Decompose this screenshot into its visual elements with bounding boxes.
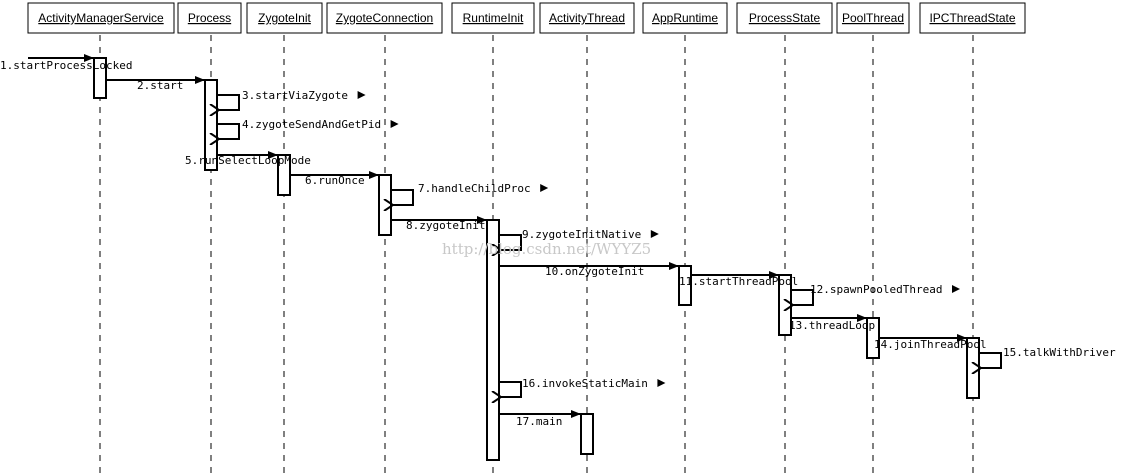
message-5: 5.runSelectLoopMode (185, 151, 311, 167)
object-box (919, 2, 1026, 34)
object-box (246, 2, 323, 34)
object-box (177, 2, 242, 34)
object-box (642, 2, 728, 34)
object-processstate: ProcessState (736, 2, 833, 34)
messages: 1.startProcessLocked 2.start 3.startViaZyg… (0, 54, 1116, 428)
object-box (539, 2, 635, 34)
message-9: 9.zygoteInitNative (499, 228, 659, 250)
message-arrow (217, 94, 240, 110)
message-arrow (791, 289, 814, 305)
object-label: ActivityManagerService (38, 11, 164, 25)
object-headers: ActivityManagerService Process ZygoteInit Z… (27, 2, 1026, 34)
object-poolthread: PoolThread (836, 2, 910, 34)
message-label: 7.handleChildProc (418, 182, 531, 195)
message-label: 15.talkWithDriver (1003, 346, 1116, 359)
object-label: ActivityThread (549, 11, 625, 25)
object-label: ZygoteInit (258, 11, 311, 25)
play-icon (650, 230, 659, 238)
message-1: 1.startProcessLocked (0, 54, 132, 72)
watermark: http://blog.csdn.net/WYYZ5 (442, 240, 651, 258)
message-15: 15.talkWithDriver (979, 346, 1116, 368)
object-box (736, 2, 833, 34)
play-icon (657, 379, 666, 387)
object-label: RuntimeInit (463, 11, 524, 25)
object-box (326, 2, 443, 34)
object-label: AppRuntime (652, 11, 718, 25)
object-label: ProcessState (749, 11, 821, 25)
object-zygoteinit: ZygoteInit (246, 2, 323, 34)
object-runtimeinit: RuntimeInit (451, 2, 535, 34)
message-2: 2.start (106, 76, 205, 92)
message-6: 6.runOnce (290, 171, 379, 187)
message-4: 4.zygoteSendAndGetPid (217, 118, 399, 139)
message-13: 13.threadLoop (789, 314, 875, 332)
play-icon (390, 120, 399, 128)
object-box (451, 2, 535, 34)
message-label: 2.start (137, 79, 183, 92)
message-label: 11.startThreadPool (679, 275, 798, 288)
message-label: 12.spawnPooledThread (810, 283, 942, 296)
message-label: 3.startViaZygote (242, 89, 348, 102)
play-icon (540, 184, 549, 192)
message-label: 13.threadLoop (789, 319, 875, 332)
object-activitythread: ActivityThread (539, 2, 635, 34)
message-12: 12.spawnPooledThread (791, 283, 960, 305)
object-process: Process (177, 2, 242, 34)
message-label: 10.onZygoteInit (545, 265, 644, 278)
message-label: 6.runOnce (305, 174, 365, 187)
object-label: ZygoteConnection (336, 11, 433, 25)
activation-zygoteconnection (378, 174, 392, 236)
object-box (836, 2, 910, 34)
object-ipcthreadstate: IPCThreadState (919, 2, 1026, 34)
play-icon (357, 91, 366, 99)
activation-activitythread (580, 413, 594, 455)
play-icon (952, 285, 960, 293)
message-17: 17.main (499, 410, 581, 428)
message-arrow (499, 381, 522, 397)
message-11: 11.startThreadPool (679, 271, 798, 288)
object-zygoteconnection: ZygoteConnection (326, 2, 443, 34)
message-3: 3.startViaZygote (217, 89, 366, 110)
message-label: 1.startProcessLocked (0, 59, 132, 72)
message-label: 14.joinThreadPool (874, 338, 987, 351)
object-box (27, 2, 175, 34)
message-8: 8.zygoteInit (391, 216, 487, 232)
message-10: 10.onZygoteInit (499, 262, 679, 278)
object-label: PoolThread (842, 11, 904, 25)
activation-bars (93, 57, 980, 461)
object-label: Process (188, 11, 231, 25)
message-14: 14.joinThreadPool (874, 334, 987, 351)
message-label: 8.zygoteInit (406, 219, 485, 232)
message-label: 5.runSelectLoopMode (185, 154, 311, 167)
activation-activitymanagerservice (93, 57, 107, 99)
message-7: 7.handleChildProc (391, 182, 549, 205)
message-16: 16.invokeStaticMain (499, 377, 666, 397)
message-arrow (979, 352, 1002, 368)
activation-appruntime (678, 265, 692, 306)
message-label: 4.zygoteSendAndGetPid (242, 118, 381, 131)
object-activitymanagerservice: ActivityManagerService (27, 2, 175, 34)
object-label: IPCThreadState (929, 11, 1015, 25)
message-arrow (217, 123, 240, 139)
object-appruntime: AppRuntime (642, 2, 728, 34)
message-label: 17.main (516, 415, 562, 428)
message-arrow (499, 234, 522, 250)
message-label: 9.zygoteInitNative (522, 228, 641, 241)
message-label: 16.invokeStaticMain (522, 377, 648, 390)
message-arrow (391, 189, 414, 205)
